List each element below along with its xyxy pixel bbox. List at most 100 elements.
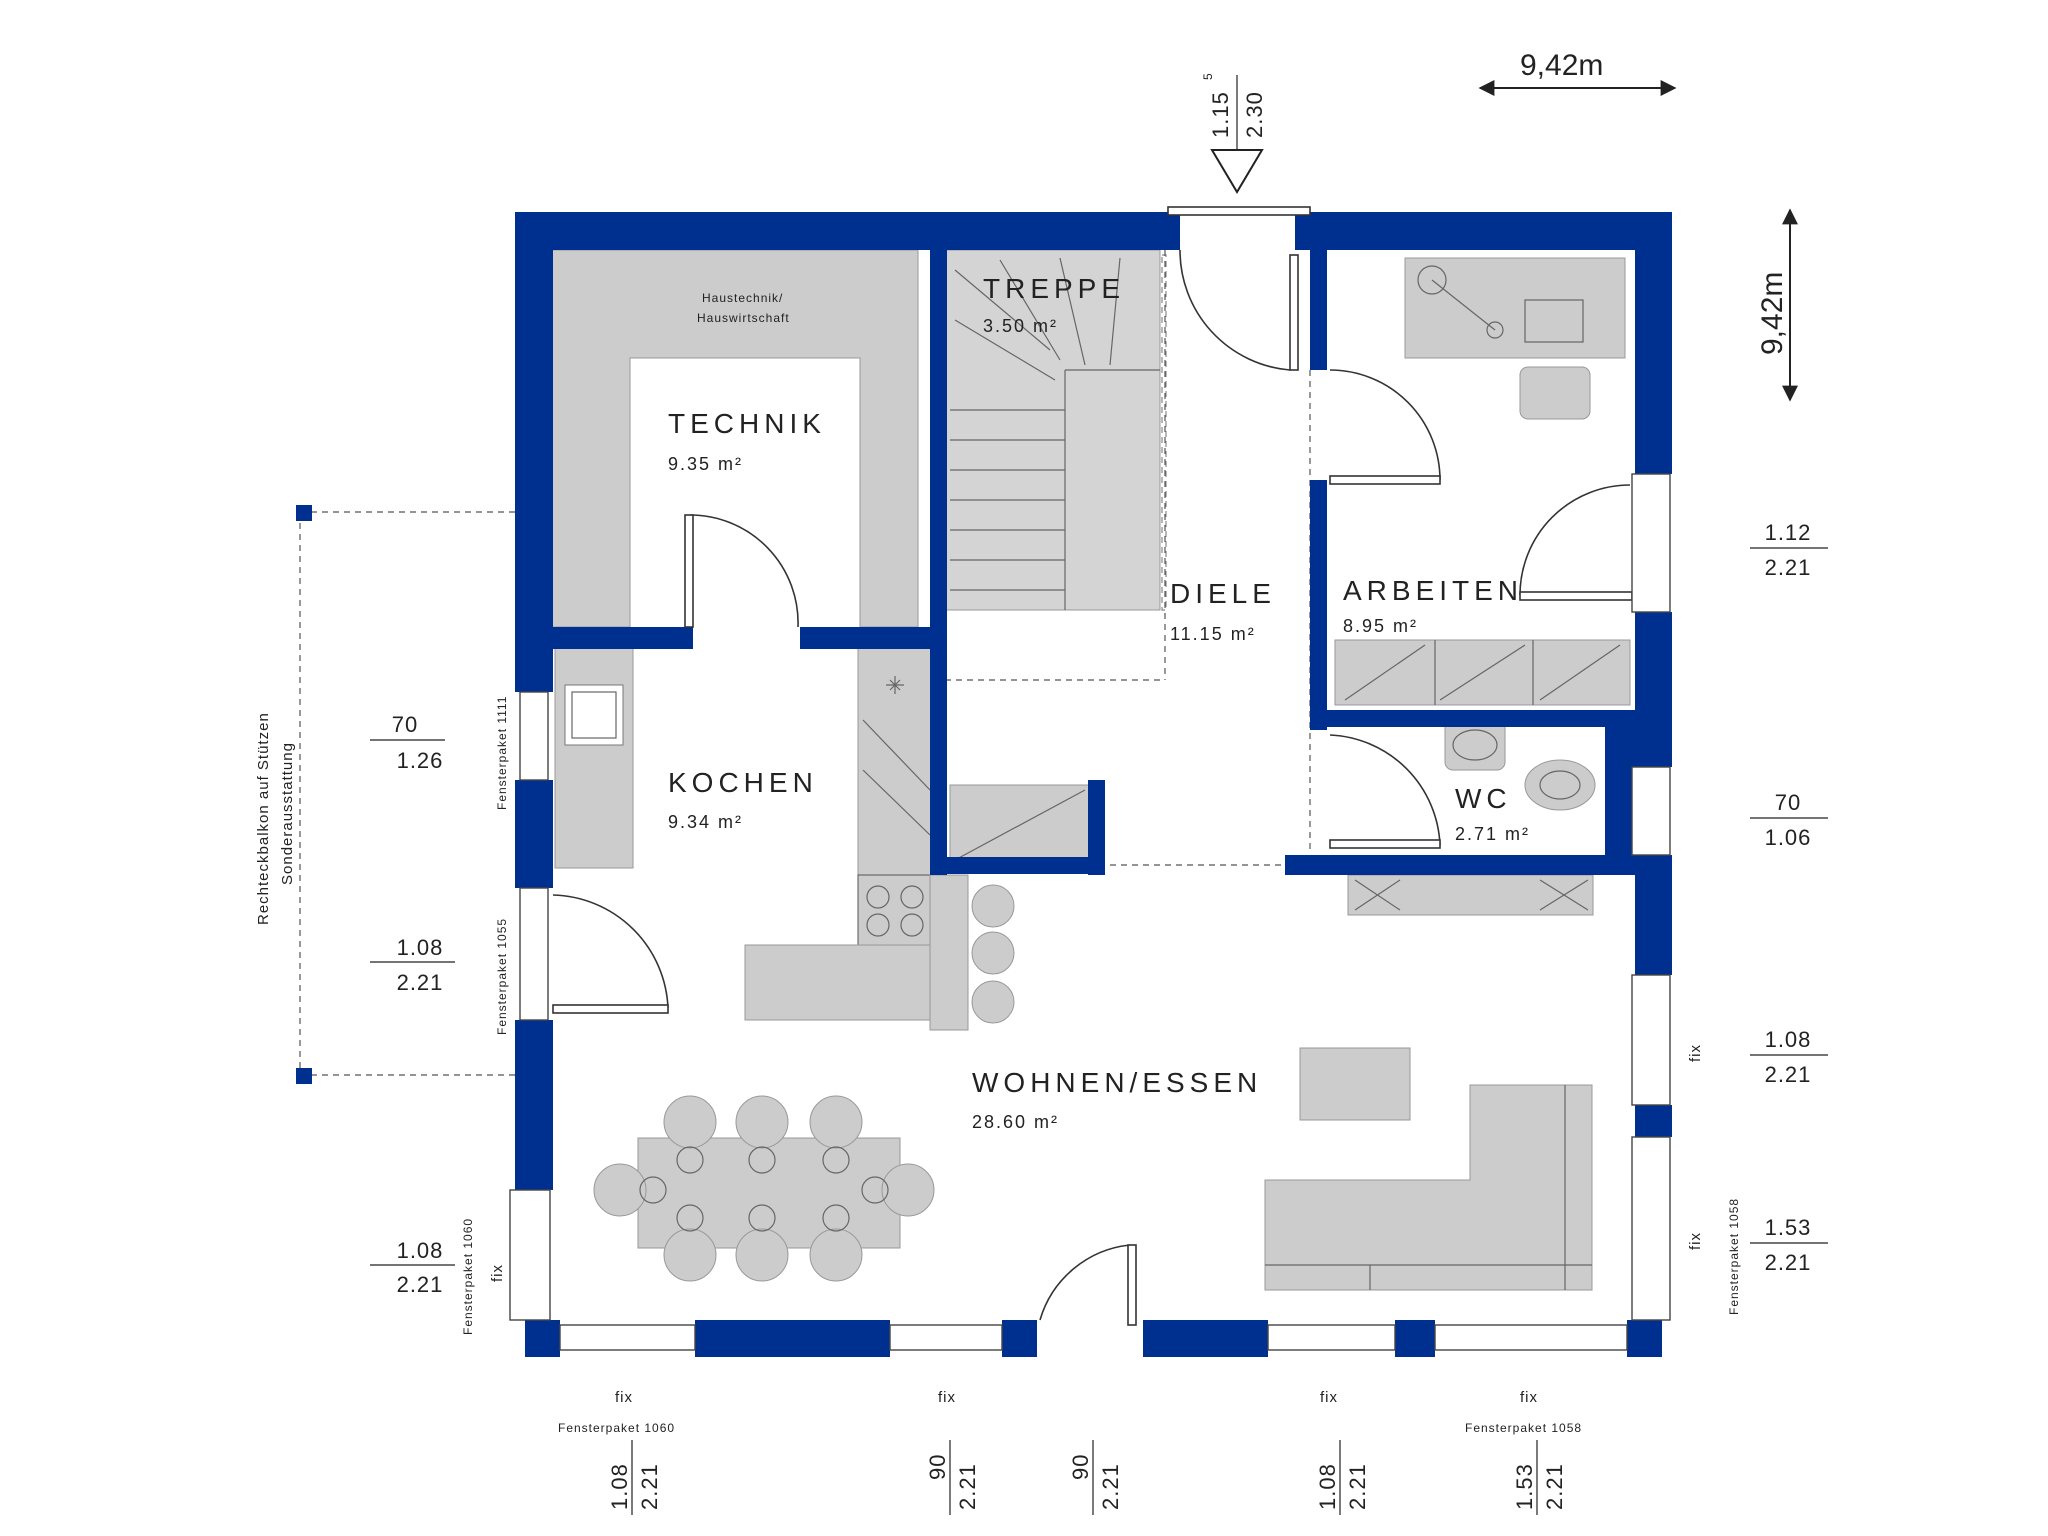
- window-bottom-4: [1434, 1324, 1628, 1351]
- fp1058-right-label: Fensterpaket 1058: [1727, 1198, 1741, 1315]
- wc-area: 2.71 m²: [1455, 824, 1530, 844]
- fix-right-2: fix: [1687, 1232, 1704, 1250]
- fp1058-bottom-label: Fensterpaket 1058: [1465, 1421, 1582, 1435]
- technik-name: TECHNIK: [668, 408, 826, 439]
- sideboard: [1347, 874, 1594, 916]
- fp1060-bottom-label: Fensterpaket 1060: [558, 1421, 675, 1435]
- svg-text:1.08: 1.08: [1765, 1027, 1812, 1052]
- diele-name: DIELE: [1170, 578, 1276, 609]
- scale-height-label: 9,42m: [1756, 272, 1789, 355]
- dining-chair: [881, 1163, 935, 1217]
- wc-door-swing: [1329, 734, 1441, 846]
- office-chair: [1519, 366, 1591, 420]
- stair-steps: [944, 249, 1161, 611]
- left-dim-3: 1.08 2.21: [370, 1238, 455, 1297]
- entrance-door-swing: [1179, 249, 1291, 371]
- window-office: [1631, 473, 1671, 613]
- wohnen-name: WOHNEN/ESSEN: [972, 1067, 1262, 1098]
- wc-name: WC: [1455, 783, 1512, 814]
- bottom-dim-3: 90 2.21: [1068, 1440, 1123, 1515]
- arbeiten-name: ARBEITEN: [1343, 575, 1523, 606]
- office-door-swing: [1329, 369, 1441, 481]
- window-kitchen: [519, 691, 549, 781]
- right-dim-2: 70 1.06: [1750, 790, 1828, 850]
- right-dim-4: 1.53 2.21: [1750, 1215, 1828, 1275]
- svg-text:2.21: 2.21: [637, 1463, 662, 1510]
- fix-left: fix: [489, 1264, 506, 1282]
- office-balcony-door-swing: [1519, 484, 1631, 596]
- svg-text:2.21: 2.21: [1765, 1250, 1812, 1275]
- fix-bottom-3: fix: [1320, 1389, 1338, 1406]
- svg-text:1.08: 1.08: [1315, 1463, 1340, 1510]
- svg-text:2.21: 2.21: [1542, 1463, 1567, 1510]
- furniture-layer: [551, 249, 1631, 1291]
- fix-bottom-2: fix: [938, 1389, 956, 1406]
- treppe-name: TREPPE: [983, 273, 1125, 304]
- entrance-dim-top: 1.15: [1208, 91, 1233, 138]
- room-labels: Haustechnik/ Hauswirtschaft TECHNIK 9.35…: [668, 273, 1530, 1132]
- svg-text:2.21: 2.21: [397, 970, 444, 995]
- dining-chair: [809, 1228, 863, 1282]
- left-dim-1: 70 1.26: [370, 712, 445, 773]
- diele-area: 11.15 m²: [1170, 624, 1256, 644]
- left-dimensions: 70 1.26 1.08 2.21 1.08 2.21: [370, 712, 455, 1297]
- dining-chair: [593, 1163, 647, 1217]
- bottom-dim-5: 1.53 2.21: [1512, 1440, 1567, 1515]
- svg-text:1.08: 1.08: [607, 1463, 632, 1510]
- toilet: [1524, 759, 1596, 811]
- wohnen-area: 28.60 m²: [972, 1112, 1059, 1132]
- bottom-dim-4: 1.08 2.21: [1315, 1440, 1370, 1515]
- fix-right-1: fix: [1687, 1044, 1704, 1062]
- walls: [515, 212, 1672, 1357]
- left-dim-2: 1.08 2.21: [370, 935, 455, 995]
- bar-stool: [971, 884, 1015, 928]
- scale-width-label: 9,42m: [1520, 49, 1603, 82]
- entrance-arrow-icon: [1210, 149, 1264, 194]
- bar-stool: [971, 931, 1015, 975]
- svg-text:2.21: 2.21: [1345, 1463, 1370, 1510]
- dining-chair: [663, 1095, 717, 1149]
- svg-text:2.21: 2.21: [955, 1463, 980, 1510]
- doors: [552, 206, 1633, 1326]
- kochen-area: 9.34 m²: [668, 812, 743, 832]
- svg-text:1.08: 1.08: [397, 1238, 444, 1263]
- balcony-post: [296, 505, 312, 521]
- window-bottom-3: [1267, 1324, 1396, 1351]
- balcony-note-line-2: Sonderausstattung: [279, 742, 296, 885]
- technik-area: 9.35 m²: [668, 454, 743, 474]
- svg-text:1.53: 1.53: [1765, 1215, 1812, 1240]
- technik-note-line-1: Haustechnik/: [702, 291, 783, 305]
- dashed-guides: [299, 250, 1311, 1076]
- entrance-marker: 1.15 5 2.30: [1201, 72, 1267, 194]
- bottom-dimensions: 1.08 2.21 90 2.21 90 2.21 1.08 2.21 1.53…: [607, 1440, 1567, 1515]
- window-dining-left: [509, 1189, 551, 1321]
- bar-stool: [971, 980, 1015, 1024]
- window-wc: [1631, 766, 1671, 856]
- fix-bottom-1: fix: [615, 1389, 633, 1406]
- terrace-door-swing: [1039, 1244, 1131, 1321]
- wc-washbasin: [1444, 719, 1506, 771]
- svg-text:90: 90: [925, 1454, 950, 1480]
- window-kitchen-side-door: [519, 887, 549, 1021]
- entrance-door-frame: [1167, 206, 1311, 216]
- svg-text:90: 90: [1068, 1454, 1093, 1480]
- window-living-2: [1631, 1136, 1671, 1321]
- windows: [509, 473, 1671, 1351]
- svg-text:2.21: 2.21: [1765, 555, 1812, 580]
- kitchen-sink: [564, 684, 624, 746]
- svg-text:1.08: 1.08: [397, 935, 444, 960]
- arbeiten-area: 8.95 m²: [1343, 616, 1418, 636]
- technik-note-line-2: Hauswirtschaft: [697, 311, 790, 325]
- sofa: [1264, 1084, 1593, 1291]
- technik-door-swing: [689, 514, 799, 628]
- right-dim-3: 1.08 2.21: [1750, 1027, 1828, 1087]
- bottom-dim-2: 90 2.21: [925, 1440, 980, 1515]
- svg-text:1.53: 1.53: [1512, 1463, 1537, 1510]
- right-dimensions: 1.12 2.21 70 1.06 1.08 2.21 1.53 2.21: [1750, 520, 1828, 1275]
- kitchen-counter-left: [554, 647, 634, 869]
- dining-chair: [663, 1228, 717, 1282]
- scale-arrows: [1478, 80, 1798, 402]
- fp1055-label: Fensterpaket 1055: [495, 918, 509, 1035]
- entrance-dim-top-sup: 5: [1201, 72, 1215, 80]
